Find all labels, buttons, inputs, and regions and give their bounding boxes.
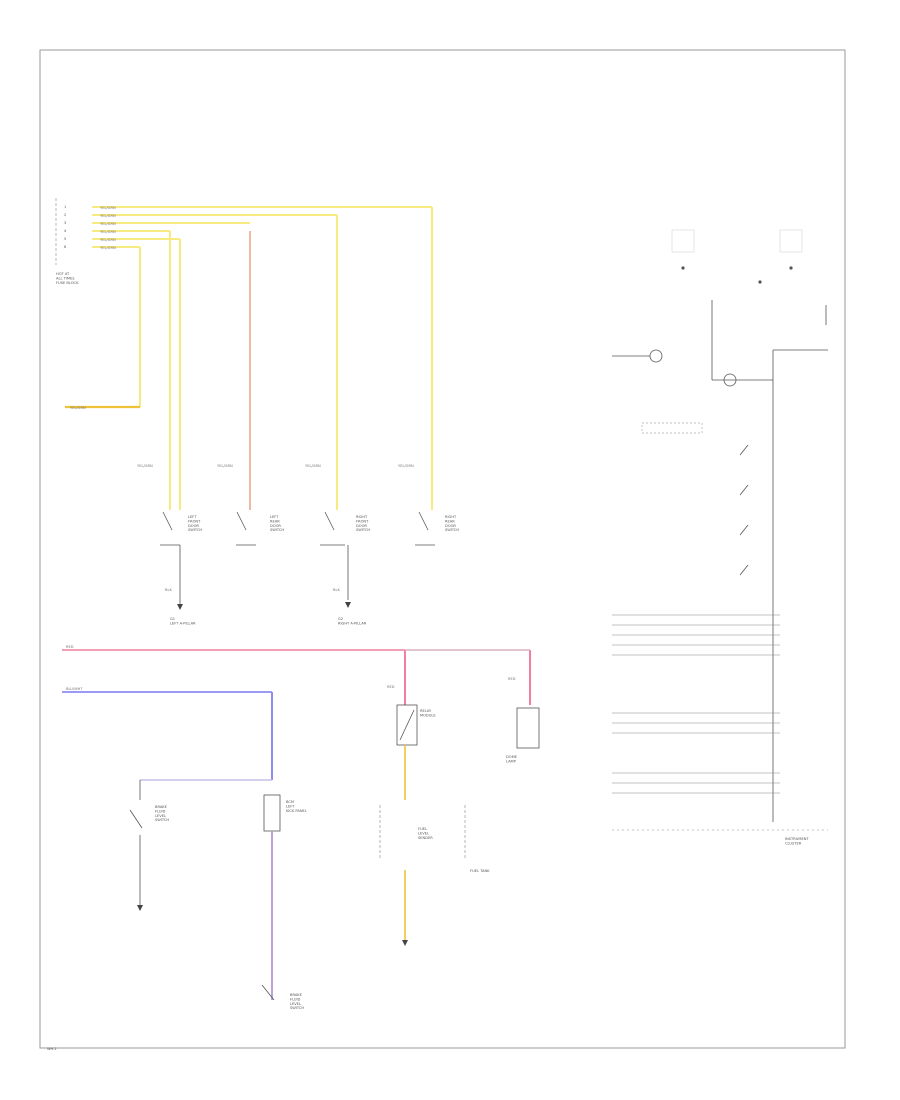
svg-text:YEL/GRN: YEL/GRN [217,464,233,468]
svg-text:6: 6 [64,245,67,249]
svg-text:YEL/GRN: YEL/GRN [100,222,116,226]
top-right-connectors [671,229,827,325]
svg-text:YEL/GRN: YEL/GRN [100,214,116,218]
svg-text:BLU/WHT: BLU/WHT [66,687,83,691]
svg-text:YEL/GRN: YEL/GRN [100,238,116,242]
svg-text:RED: RED [508,677,516,681]
blue-signal-line: BLU/WHT [62,687,273,781]
svg-text:3: 3 [64,221,66,225]
yellow-bus [65,206,433,510]
svg-text:RED: RED [66,645,74,649]
svg-text:BLK: BLK [333,588,340,592]
diagram-frame [39,49,846,1049]
svg-text:RED: RED [387,685,395,689]
svg-text:1: 1 [64,205,66,209]
svg-text:YEL/GRN: YEL/GRN [100,230,116,234]
svg-text:YEL/GRN: YEL/GRN [137,464,153,468]
svg-text:YEL/GRN: YEL/GRN [100,206,116,210]
svg-text:FUEL TANK: FUEL TANK [470,869,490,873]
svg-text:4: 4 [64,229,67,233]
pink-power-line: RED RED RED [62,645,531,705]
svg-text:5: 5 [64,237,66,241]
bus-labels: YEL/GRN YEL/GRN YEL/GRN YEL/GRN YEL/GRN … [70,206,414,468]
svg-text:YEL/GRN: YEL/GRN [305,464,321,468]
svg-text:YEL/GRN: YEL/GRN [398,464,414,468]
svg-text:BLK: BLK [165,588,172,592]
svg-text:2: 2 [64,213,66,217]
svg-text:YEL/GRN: YEL/GRN [70,406,86,410]
svg-text:YEL/GRN: YEL/GRN [100,246,116,250]
bottom-left-code: WH-1 [47,1047,57,1051]
fuse-number-column: 1 2 3 4 5 6 [64,205,67,249]
